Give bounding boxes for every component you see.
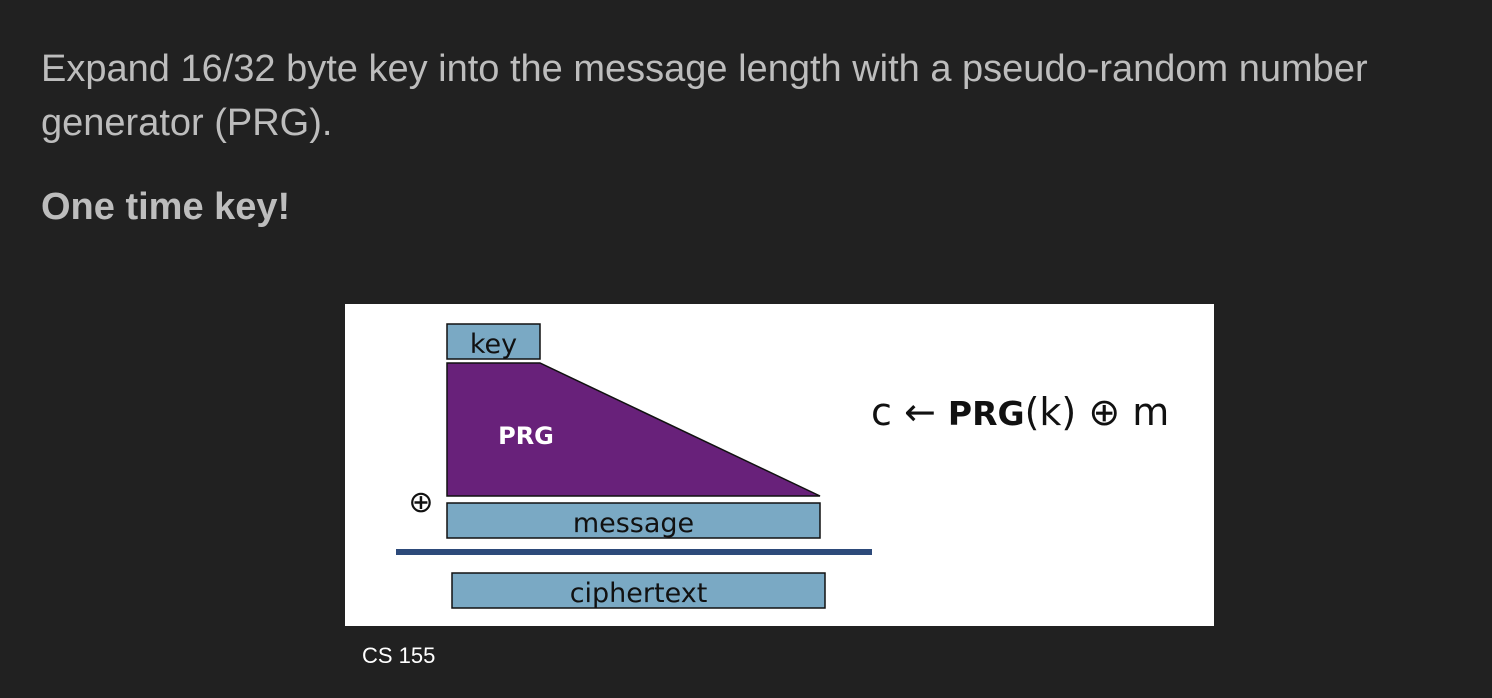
encryption-formula: c ← PRG(k) ⊕ m [871,390,1169,434]
message-box [446,502,821,539]
xor-symbol: ⊕ [408,485,433,520]
message-label: message [573,508,694,539]
prg-stream-cipher-diagram: key PRG ⊕ message ciphertext c ← PRG(k) … [345,304,1214,626]
formula-rhs: (k) ⊕ m [1025,390,1170,434]
key-label: key [470,329,517,360]
one-time-key-heading: One time key! [41,186,291,228]
ciphertext-box [451,572,826,609]
formula-lhs: c ← [871,390,948,434]
prg-label: PRG [498,422,554,450]
prg-expansion-shape [446,362,821,497]
result-rule [396,549,872,555]
diagram-canvas: key PRG ⊕ message ciphertext c ← PRG(k) … [396,323,1169,609]
ciphertext-label: ciphertext [570,578,708,609]
formula-func: PRG [948,394,1025,433]
course-caption: CS 155 [362,643,436,668]
key-box [446,323,541,360]
intro-text: Expand 16/32 byte key into the message l… [41,48,1368,144]
